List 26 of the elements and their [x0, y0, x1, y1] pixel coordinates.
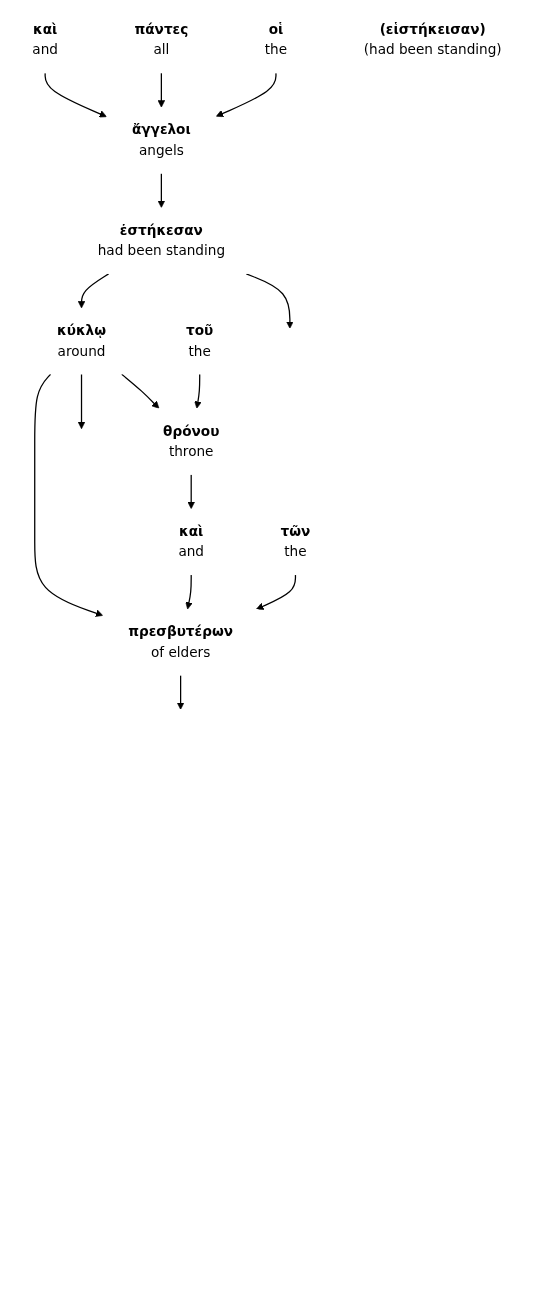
arrow	[77, 373, 86, 430]
arrow	[157, 72, 166, 108]
arrow	[121, 373, 160, 409]
node-text: πάντες all	[134, 21, 189, 58]
node-text: ἐστήκεσαν had been standing	[97, 222, 226, 259]
node-text: θρόνου throne	[163, 422, 220, 460]
node-text: τοῦ the	[186, 322, 214, 359]
arrow	[215, 72, 277, 118]
arrow	[176, 674, 185, 710]
arrow	[245, 273, 294, 329]
node-text: ἄγγελοι angels	[132, 121, 191, 159]
arrow	[194, 373, 202, 409]
arrow	[187, 474, 195, 510]
node-text: καὶ and	[32, 21, 58, 58]
node-text: τῶν the	[280, 523, 311, 560]
node-text: πρεσβυτέρων of elders	[128, 623, 233, 661]
node-text: (εἱστήκεισαν) (had been standing)	[363, 21, 502, 58]
node-text: καὶ and	[178, 523, 204, 560]
node-text: οἱ the	[264, 21, 288, 58]
arrow	[157, 172, 166, 208]
arrow	[77, 273, 110, 309]
node-text: κύκλῳ around	[57, 322, 107, 359]
arrow	[185, 574, 193, 610]
arrow	[34, 373, 104, 617]
arrow	[44, 72, 107, 118]
arrow	[256, 574, 297, 610]
